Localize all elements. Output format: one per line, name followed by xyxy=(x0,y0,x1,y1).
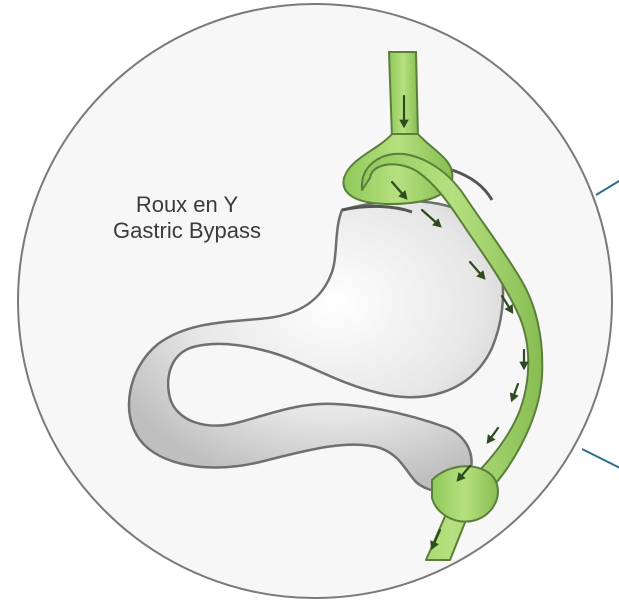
label-line-2: Gastric Bypass xyxy=(62,218,312,244)
intestinal-junction xyxy=(432,466,498,521)
connector-line-top xyxy=(596,178,619,195)
diagram-label: Roux en Y Gastric Bypass xyxy=(62,192,312,244)
label-line-1: Roux en Y xyxy=(62,192,312,218)
connector-line-bottom xyxy=(582,449,619,470)
